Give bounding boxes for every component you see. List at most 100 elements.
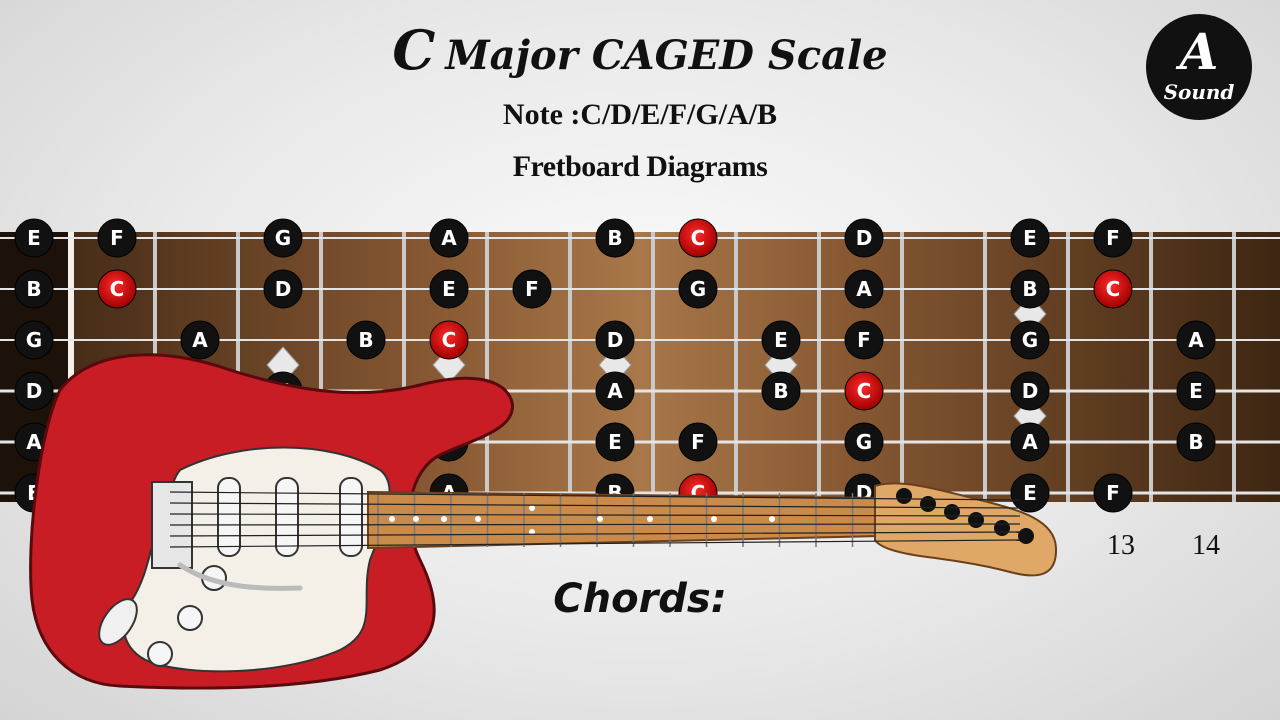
note-dot: D bbox=[263, 269, 303, 309]
string-line bbox=[0, 237, 1280, 239]
note-dot: G bbox=[844, 422, 884, 462]
note-label: E bbox=[1189, 379, 1203, 403]
neck-dot bbox=[529, 529, 535, 535]
neck-dot bbox=[711, 516, 717, 522]
note-circle bbox=[429, 269, 469, 309]
note-label: B bbox=[1188, 430, 1203, 454]
fret-wire bbox=[1232, 232, 1236, 502]
note-label: B bbox=[773, 379, 788, 403]
note-dot: F bbox=[844, 320, 884, 360]
note-dot: G bbox=[263, 218, 303, 258]
tuner-peg bbox=[896, 488, 912, 504]
note-label: B bbox=[1022, 277, 1037, 301]
note-circle bbox=[1093, 218, 1133, 258]
tremolo-arm bbox=[177, 562, 303, 591]
note-dot: G bbox=[1010, 320, 1050, 360]
note-circle bbox=[180, 320, 220, 360]
note-dot: F bbox=[97, 218, 137, 258]
note-circle bbox=[595, 371, 635, 411]
guitar-string bbox=[169, 502, 1021, 509]
pickup-neck bbox=[217, 477, 241, 557]
tone-knob-1 bbox=[177, 605, 203, 631]
note-circle bbox=[761, 371, 801, 411]
note-dot: A bbox=[180, 320, 220, 360]
note-circle bbox=[1176, 422, 1216, 462]
tone-knob-2 bbox=[147, 641, 173, 667]
note-circle bbox=[97, 218, 137, 258]
note-label: C bbox=[442, 328, 457, 352]
note-circle bbox=[761, 320, 801, 360]
note-label: D bbox=[26, 379, 43, 403]
note-circle bbox=[1010, 218, 1050, 258]
note-label: F bbox=[1106, 226, 1120, 250]
note-dot: B bbox=[14, 269, 54, 309]
note-dot: E bbox=[1010, 473, 1050, 513]
note-circle bbox=[595, 422, 635, 462]
note-circle bbox=[1010, 371, 1050, 411]
string-line bbox=[0, 440, 1280, 444]
fret-wire bbox=[485, 232, 489, 502]
fret-wire bbox=[319, 232, 323, 502]
note-label: E bbox=[27, 226, 41, 250]
string-line bbox=[0, 288, 1280, 290]
root-note-dot: C bbox=[678, 218, 718, 258]
note-label: G bbox=[690, 277, 706, 301]
note-label: E bbox=[774, 328, 788, 352]
note-label: C bbox=[1106, 277, 1121, 301]
guitar-string bbox=[169, 531, 1021, 537]
pickup-bridge bbox=[339, 477, 363, 557]
note-label: A bbox=[856, 277, 872, 301]
note-label: A bbox=[1022, 430, 1038, 454]
note-dot: B bbox=[595, 218, 635, 258]
note-dot: D bbox=[595, 320, 635, 360]
note-label: A bbox=[607, 379, 623, 403]
chords-label: Chords: bbox=[553, 576, 727, 622]
root-note-dot: C bbox=[1093, 269, 1133, 309]
scale-notes: Note :C/D/E/F/G/A/B bbox=[502, 98, 778, 131]
guitar-illustration bbox=[29, 353, 1058, 690]
note-dot: B bbox=[761, 371, 801, 411]
output-jack bbox=[98, 598, 138, 646]
note-dot: B bbox=[1010, 269, 1050, 309]
fret-number: 13 bbox=[1107, 530, 1135, 561]
brand-logo: A Sound bbox=[1146, 14, 1252, 120]
note-dot: D bbox=[1010, 371, 1050, 411]
tuner-peg bbox=[994, 520, 1010, 536]
note-label: B bbox=[26, 277, 41, 301]
note-circle bbox=[678, 218, 718, 258]
note-label: D bbox=[856, 226, 873, 250]
string-line bbox=[0, 491, 1280, 495]
tuner-peg bbox=[1018, 528, 1034, 544]
note-circle bbox=[512, 269, 552, 309]
headstock bbox=[874, 482, 1058, 577]
string-line bbox=[0, 339, 1280, 341]
note-circle bbox=[844, 320, 884, 360]
note-circle bbox=[263, 218, 303, 258]
root-note-dot: C bbox=[97, 269, 137, 309]
note-label: D bbox=[275, 277, 292, 301]
note-circle bbox=[97, 269, 137, 309]
guitar-strings bbox=[169, 491, 1021, 548]
note-circle bbox=[1093, 269, 1133, 309]
note-label: A bbox=[192, 328, 208, 352]
note-circle bbox=[1010, 320, 1050, 360]
fret-wire bbox=[1066, 232, 1070, 502]
note-circle bbox=[429, 218, 469, 258]
neck-dot bbox=[441, 516, 447, 522]
fret-wire bbox=[817, 232, 821, 502]
note-dot: E bbox=[595, 422, 635, 462]
note-label: G bbox=[1022, 328, 1038, 352]
string-line bbox=[0, 389, 1280, 393]
note-label: G bbox=[275, 226, 291, 250]
note-dot: G bbox=[678, 269, 718, 309]
neck-dot bbox=[475, 516, 481, 522]
logo-letter: A bbox=[1179, 22, 1219, 81]
note-circle bbox=[844, 218, 884, 258]
note-label: G bbox=[26, 328, 42, 352]
note-circle bbox=[14, 371, 54, 411]
note-dot: F bbox=[512, 269, 552, 309]
fret-wire bbox=[983, 232, 987, 502]
note-circle bbox=[1176, 371, 1216, 411]
note-dot: E bbox=[14, 218, 54, 258]
